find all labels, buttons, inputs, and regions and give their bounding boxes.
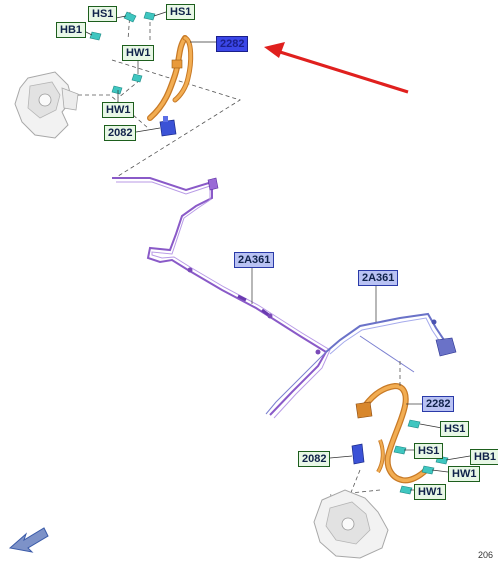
bottom-label-leaders xyxy=(329,403,471,491)
label-hw1-bottom-upper: HW1 xyxy=(448,466,481,482)
label-hw1-bottom-lower: HW1 xyxy=(414,484,447,500)
label-2282-bottom: 2282 xyxy=(422,396,455,412)
label-2082-top: 2082 xyxy=(104,125,137,141)
label-2a361-left: 2A361 xyxy=(234,252,275,268)
brake-hose-clip-bottom xyxy=(351,443,365,465)
brake-line-extension xyxy=(265,335,415,415)
view-direction-arrow xyxy=(8,527,49,553)
brake-line-purple xyxy=(112,177,331,419)
red-arrow-indicator xyxy=(264,42,409,94)
rear-brake-hose-bottom xyxy=(355,382,429,484)
front-brake-caliper-top xyxy=(14,71,79,139)
fasteners-bottom xyxy=(393,419,449,495)
label-hb1-top: HB1 xyxy=(56,22,87,38)
front-brake-hose-top xyxy=(147,35,194,121)
reference-code: 206 xyxy=(478,550,494,560)
label-hb1-bottom: HB1 xyxy=(470,449,498,465)
brake-line-blue xyxy=(325,312,457,357)
bottom-leader-lines xyxy=(329,360,401,501)
brake-hose-clip-top xyxy=(159,116,177,137)
label-hs1-top-left: HS1 xyxy=(88,6,118,22)
label-hs1-bottom-mid: HS1 xyxy=(414,443,444,459)
label-2a361-right: 2A361 xyxy=(358,270,399,286)
label-hs1-top-right: HS1 xyxy=(166,4,196,20)
label-hw1-top-upper: HW1 xyxy=(122,45,155,61)
rear-brake-caliper-bottom xyxy=(313,489,389,559)
label-hs1-bottom-right: HS1 xyxy=(440,421,470,437)
label-2282-top: 2282 xyxy=(216,36,249,52)
label-2082-bottom: 2082 xyxy=(298,451,331,467)
top-leader-lines xyxy=(78,11,241,179)
label-hw1-top-lower: HW1 xyxy=(102,102,135,118)
mid-label-leaders xyxy=(251,264,377,322)
